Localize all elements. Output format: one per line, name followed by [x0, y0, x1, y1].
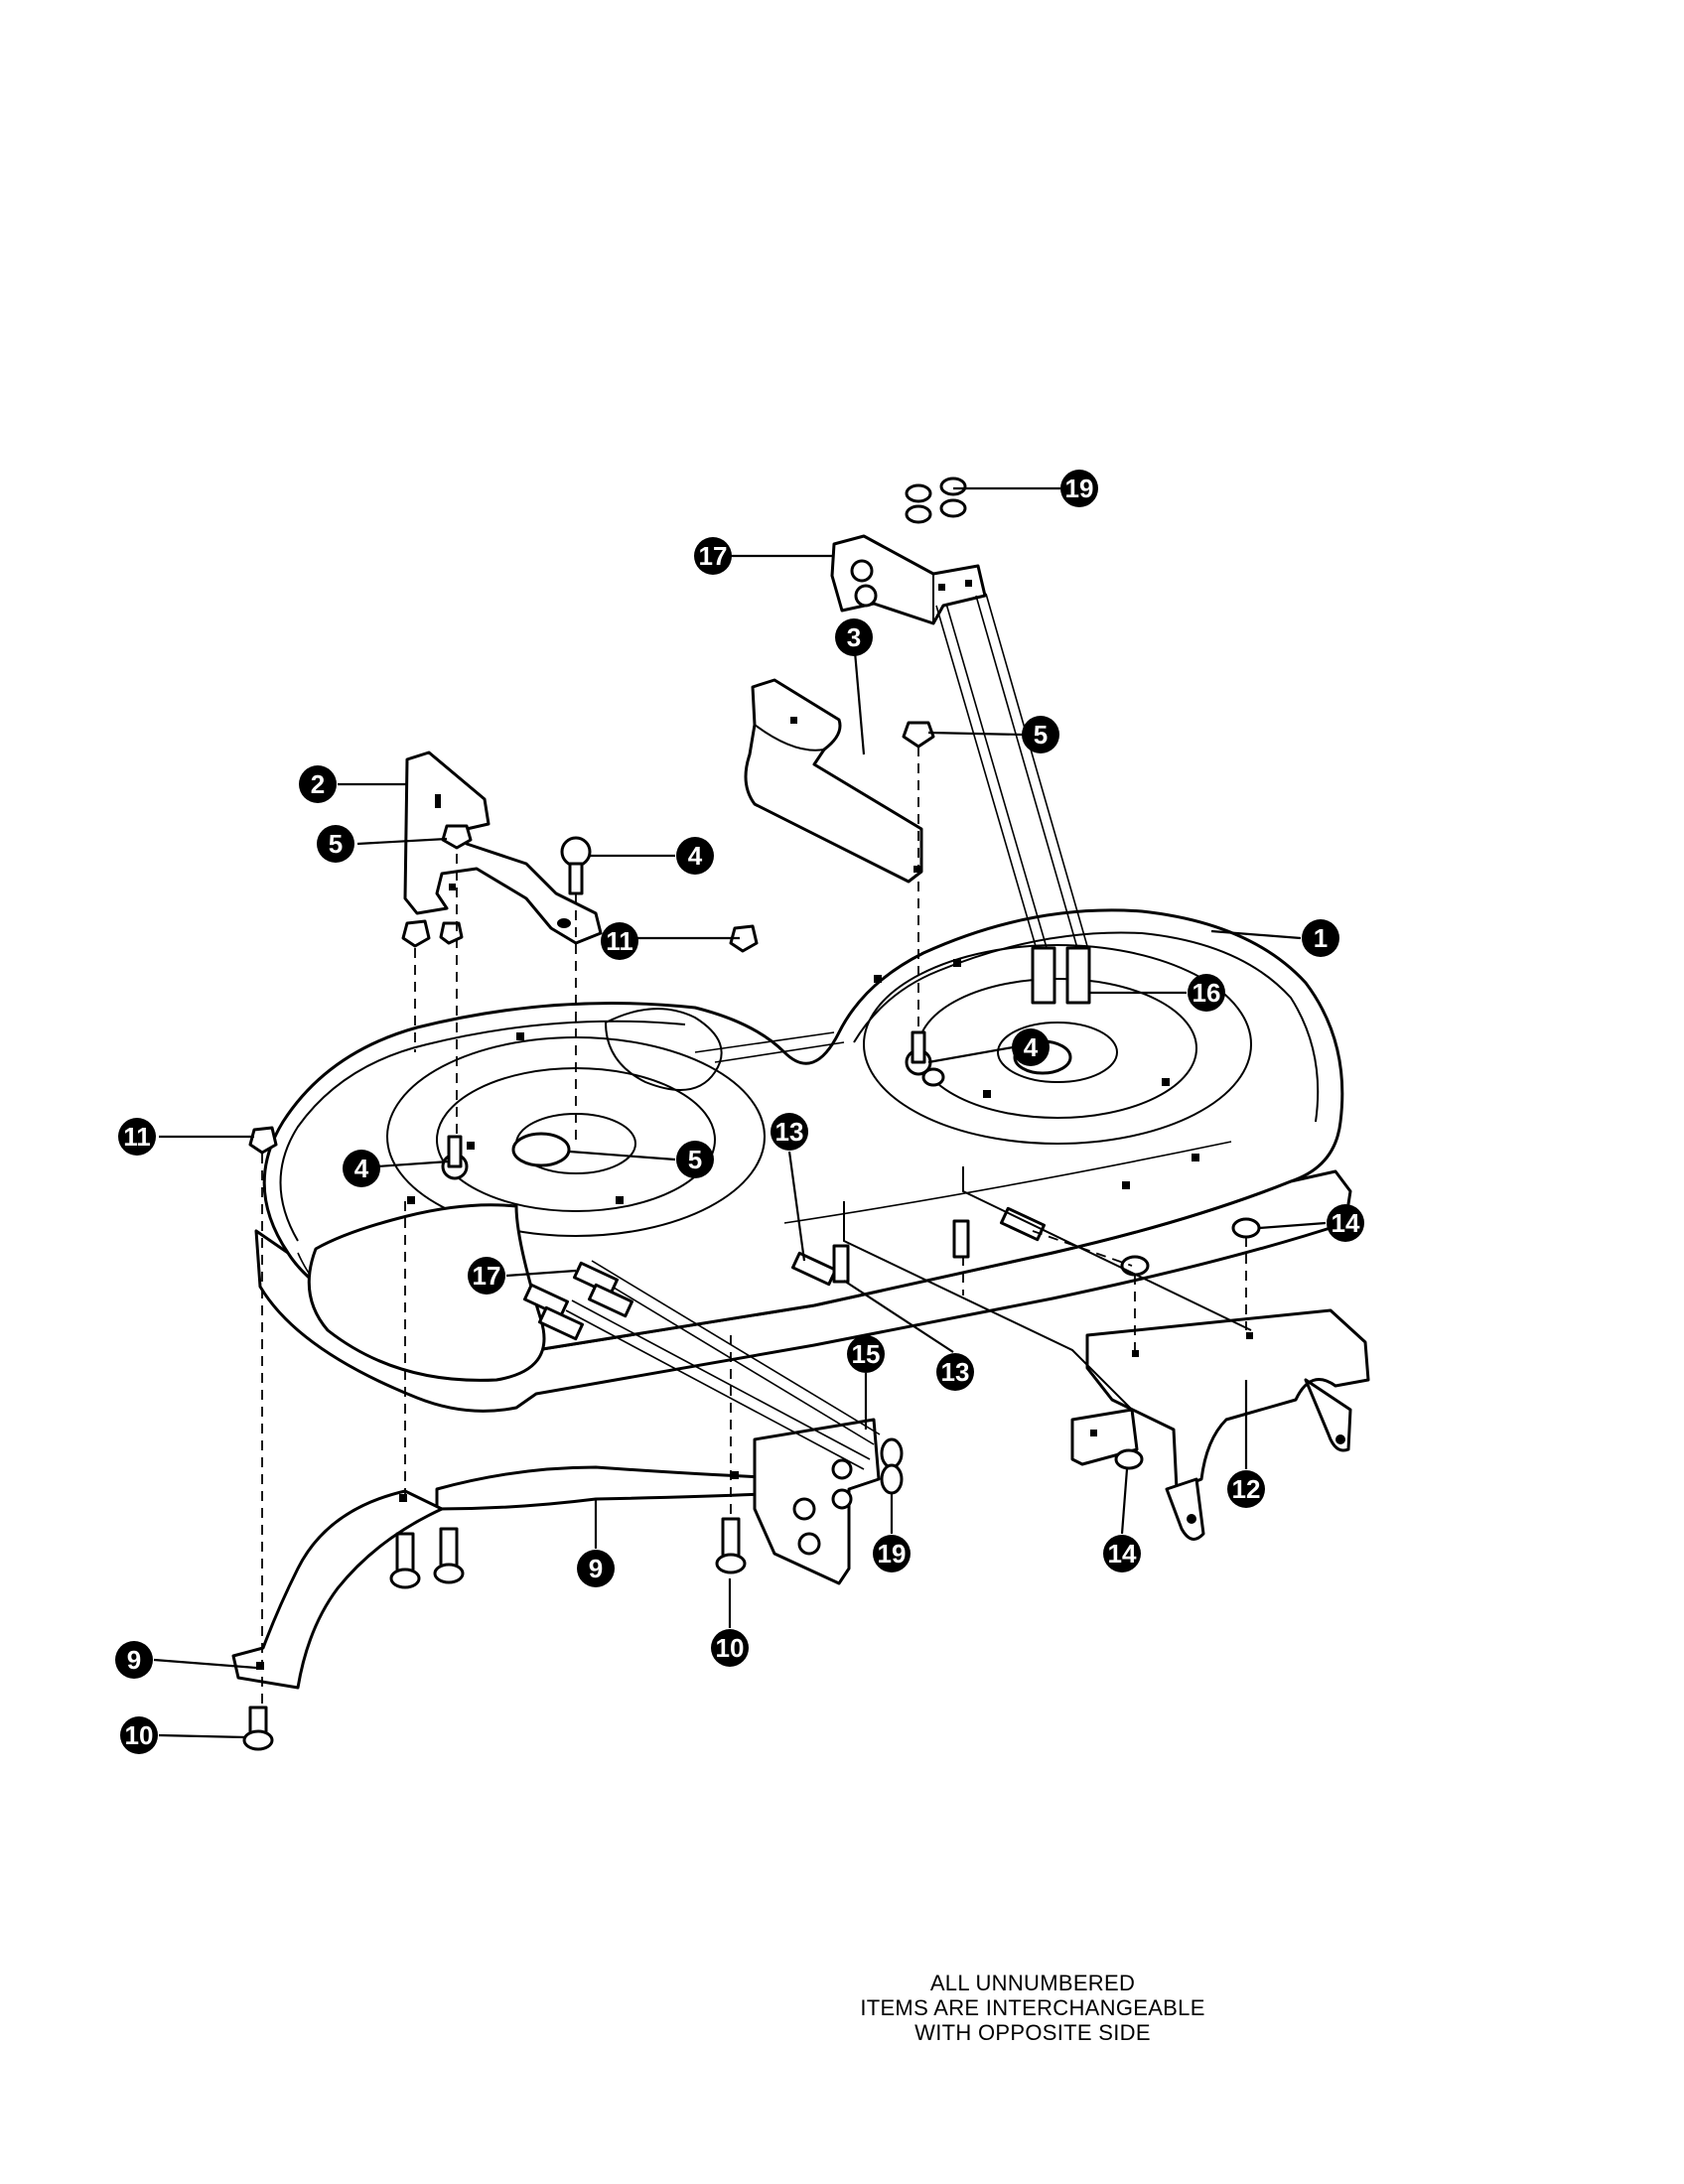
- callout-5-upper-right: 5: [1022, 716, 1059, 753]
- note-line-2: ITEMS ARE INTERCHANGEABLE: [860, 1995, 1205, 2020]
- svg-text:4: 4: [1024, 1032, 1039, 1062]
- connecting-rods: [565, 593, 1088, 1470]
- callout-11-left: 11: [118, 1118, 156, 1156]
- interchangeable-note: ALL UNNUMBERED ITEMS ARE INTERCHANGEABLE…: [794, 1971, 1271, 2045]
- callouts: 19 17 3 5 2 5 4 11 1 16 4 11 4 5 13: [115, 470, 1364, 1754]
- svg-text:13: 13: [775, 1117, 804, 1147]
- svg-text:14: 14: [1108, 1539, 1137, 1569]
- svg-text:16: 16: [1193, 978, 1221, 1008]
- callout-2: 2: [299, 765, 337, 803]
- callout-17-upper: 16: [1188, 974, 1225, 1012]
- callout-4-upper: 4: [676, 837, 714, 875]
- svg-text:2: 2: [311, 769, 325, 799]
- rear-bracket-12: [1070, 1308, 1370, 1541]
- svg-text:5: 5: [329, 829, 343, 859]
- callout-14-right: 14: [1327, 1204, 1364, 1242]
- assembly-lines: [261, 747, 1252, 1707]
- svg-text:10: 10: [125, 1720, 154, 1750]
- svg-text:12: 12: [1232, 1474, 1261, 1504]
- leader-lines: [153, 486, 1327, 1739]
- callout-4-left: 4: [343, 1150, 380, 1187]
- svg-text:11: 11: [606, 926, 633, 956]
- belt-guard-3: [744, 678, 923, 884]
- callout-16: 17: [694, 537, 732, 575]
- callout-13-lower: 13: [936, 1353, 974, 1391]
- svg-text:5: 5: [1034, 720, 1048, 750]
- callout-5-center: 5: [676, 1141, 714, 1178]
- callout-10-left: 10: [120, 1716, 158, 1754]
- hardware: [242, 477, 1261, 1751]
- callout-19-top: 19: [1060, 470, 1098, 507]
- svg-text:19: 19: [1065, 474, 1094, 503]
- svg-text:14: 14: [1332, 1208, 1360, 1238]
- left-bracket-2: [403, 751, 603, 945]
- callout-3: 3: [835, 618, 873, 656]
- note-line-1: ALL UNNUMBERED: [929, 1971, 1136, 1995]
- callout-9-left: 9: [115, 1641, 153, 1679]
- callout-19-lower: 19: [873, 1535, 911, 1572]
- callout-15: 15: [847, 1335, 885, 1373]
- svg-text:19: 19: [878, 1539, 907, 1569]
- callout-11-center: 11: [601, 922, 638, 960]
- svg-text:11: 11: [123, 1122, 151, 1152]
- svg-text:5: 5: [688, 1145, 702, 1174]
- svg-text:9: 9: [127, 1645, 141, 1675]
- svg-text:10: 10: [716, 1633, 745, 1663]
- callout-1: 1: [1302, 919, 1339, 957]
- callout-4-right: 4: [1012, 1028, 1050, 1066]
- callout-17-lower: 17: [468, 1257, 505, 1295]
- callout-5-left: 5: [317, 825, 354, 863]
- svg-text:17: 17: [699, 541, 728, 571]
- front-brace-9: [231, 1465, 767, 1690]
- svg-text:17: 17: [473, 1261, 501, 1291]
- svg-text:3: 3: [847, 622, 861, 652]
- callout-9-center: 9: [577, 1550, 615, 1587]
- svg-text:4: 4: [354, 1154, 369, 1183]
- callout-14-lower: 14: [1103, 1535, 1141, 1572]
- svg-text:9: 9: [589, 1554, 603, 1583]
- note-line-3: WITH OPPOSITE SIDE: [914, 2020, 1151, 2045]
- callout-10-center: 10: [711, 1629, 749, 1667]
- svg-text:15: 15: [852, 1339, 881, 1369]
- callout-13-upper: 13: [771, 1113, 808, 1151]
- svg-text:4: 4: [688, 841, 703, 871]
- svg-text:1: 1: [1314, 923, 1328, 953]
- callout-12: 12: [1227, 1470, 1265, 1508]
- svg-text:13: 13: [941, 1357, 970, 1387]
- rear-bracket-16: [830, 534, 987, 625]
